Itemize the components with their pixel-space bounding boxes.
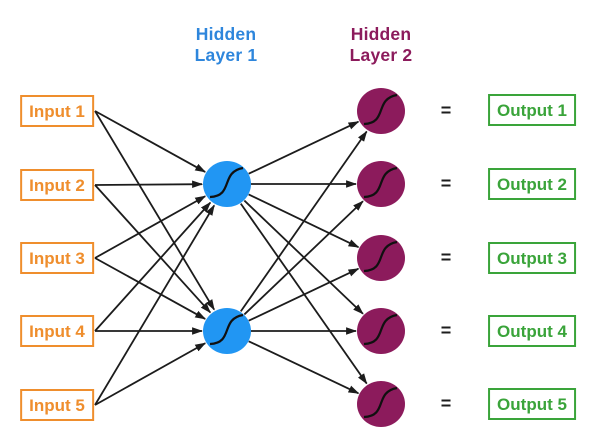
- edge-h1n2-to-h2n5: [248, 340, 360, 395]
- equals-sign-4: =: [440, 320, 452, 341]
- input-1-box: Input 1: [20, 95, 94, 127]
- edge-h1n2-to-h2n3: [248, 267, 360, 322]
- sigmoid-curve-icon: [363, 240, 398, 273]
- input-5-box: Input 5: [20, 389, 94, 421]
- edge-input2-to-h1n1: [94, 180, 204, 189]
- edge-input1-to-h1n1: [94, 110, 207, 173]
- input-4-box: Input 4: [20, 315, 94, 347]
- sigmoid-curve-icon: [209, 166, 244, 199]
- output-3-box: Output 3: [488, 242, 576, 274]
- hidden2-neuron-3: [357, 235, 405, 281]
- sigmoid-curve-icon: [363, 166, 398, 199]
- edge-input5-to-h1n1: [94, 204, 215, 406]
- output-4-box: Output 4: [488, 315, 576, 347]
- hidden2-neuron-2: [357, 161, 405, 207]
- hidden1-neuron-2: [203, 308, 251, 354]
- output-1-box: Output 1: [488, 94, 576, 126]
- equals-sign-5: =: [440, 393, 452, 414]
- edge-input1-to-h1n2: [94, 110, 215, 311]
- output-5-box: Output 5: [488, 388, 576, 420]
- edge-h1n2-to-h2n1: [240, 130, 368, 312]
- equals-sign-3: =: [440, 247, 452, 268]
- sigmoid-curve-icon: [363, 313, 398, 346]
- hidden2-neuron-1: [357, 88, 405, 134]
- hidden1-neuron-1: [203, 161, 251, 207]
- edge-input5-to-h1n2: [94, 342, 207, 406]
- sigmoid-curve-icon: [363, 386, 398, 419]
- sigmoid-curve-icon: [363, 93, 398, 126]
- header-line: Hidden: [195, 24, 257, 44]
- edge-input3-to-h1n1: [94, 195, 207, 259]
- output-2-box: Output 2: [488, 168, 576, 200]
- edge-h1n2-to-h2n2: [243, 200, 364, 316]
- edge-input2-to-h1n2: [94, 184, 211, 314]
- hidden2-neuron-5: [357, 381, 405, 427]
- input-3-box: Input 3: [20, 242, 94, 274]
- edge-h1n1-to-h2n5: [240, 203, 368, 385]
- input-2-box: Input 2: [20, 169, 94, 201]
- header-line: Hidden: [350, 24, 412, 44]
- header-line: Layer 2: [349, 45, 413, 65]
- sigmoid-curve-icon: [209, 313, 244, 346]
- equals-sign-1: =: [440, 100, 452, 121]
- hidden2-neuron-4: [357, 308, 405, 354]
- equals-sign-2: =: [440, 173, 452, 194]
- header-line: Layer 1: [194, 45, 258, 65]
- edge-input4-to-h1n1: [94, 201, 212, 332]
- edge-input3-to-h1n2: [94, 257, 207, 320]
- edge-h1n1-to-h2n1: [248, 120, 360, 175]
